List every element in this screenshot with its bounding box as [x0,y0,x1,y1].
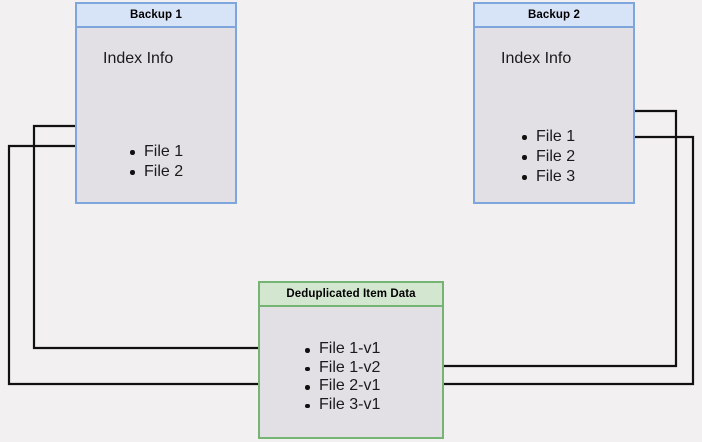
backup-2-file-label: File 3 [536,168,576,185]
backup-1-body: Index Info File 1 File 2 [77,28,235,202]
backup-2-file-label: File 1 [536,128,576,145]
backup-2-header: Backup 2 [475,4,633,28]
deduplicated-item-data-header: Deduplicated Item Data [260,283,442,307]
list-item: File 1-v2 [302,359,380,378]
dedup-item-list: File 1-v1 File 1-v2 File 2-v1 File 3-v1 [302,340,380,414]
dedup-item-label: File 1-v2 [319,358,381,376]
list-item: File 3 [519,167,575,187]
dedup-item-label: File 1-v1 [319,340,381,357]
dedup-item-label: File 2-v1 [319,377,381,394]
backup-2-box[interactable]: Backup 2 Index Info File 1 File 2 File 3 [473,2,635,204]
backup-2-file-label: File 2 [536,148,576,165]
list-item: File 3-v1 [302,396,380,415]
list-item: File 2-v1 [302,377,380,396]
backup-1-file-list: File 1 File 2 [127,142,183,182]
backup-2-index-info-label: Index Info [501,50,572,67]
backup-1-index-info-label: Index Info [103,50,174,67]
deduplicated-item-data-box[interactable]: Deduplicated Item Data File 1-v1 File 1-… [258,281,444,439]
backup-1-header: Backup 1 [77,4,235,28]
backup-1-file-label: File 1 [144,143,184,160]
list-item: File 1-v1 [302,340,380,359]
backup-1-title: Backup 1 [130,9,182,21]
list-item: File 1 [519,127,575,147]
deduplicated-item-data-title: Deduplicated Item Data [286,288,416,300]
backup-2-file-list: File 1 File 2 File 3 [519,127,575,187]
backup-1-box[interactable]: Backup 1 Index Info File 1 File 2 [75,2,237,204]
list-item: File 2 [519,147,575,167]
backup-2-title: Backup 2 [528,9,580,21]
list-item: File 1 [127,142,183,162]
dedup-item-label: File 3-v1 [319,395,381,413]
backup-1-file-label: File 2 [144,163,184,180]
backup-2-body: Index Info File 1 File 2 File 3 [475,28,633,202]
deduplicated-item-data-body: File 1-v1 File 1-v2 File 2-v1 File 3-v1 [260,307,442,437]
list-item: File 2 [127,162,183,182]
